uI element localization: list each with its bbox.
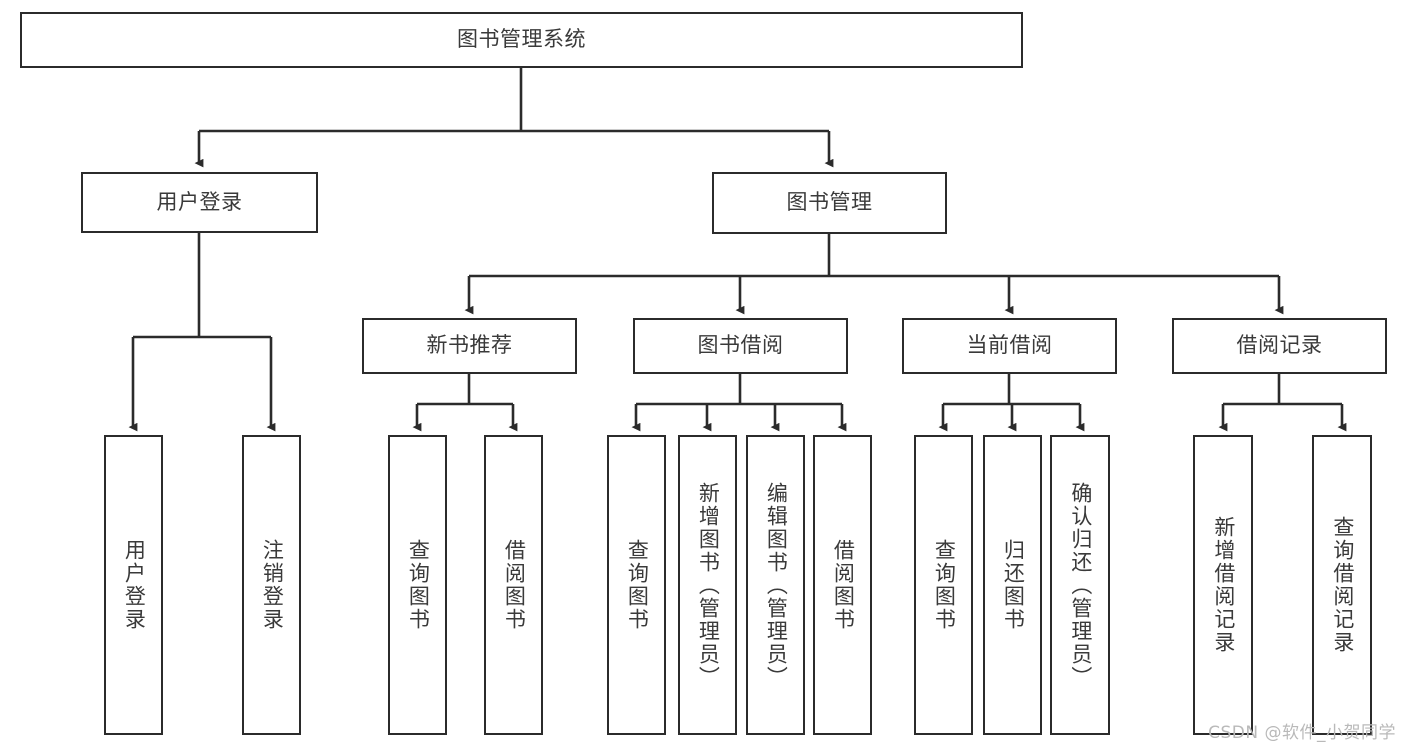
leaf-query-book-1[interactable]: 查询图书 <box>388 435 447 735</box>
node-book-management[interactable]: 图书管理 <box>712 172 947 234</box>
leaf-query-book-2[interactable]: 查询图书 <box>607 435 666 735</box>
node-label: 用户登录 <box>156 189 243 214</box>
node-label: 借阅图书 <box>831 539 856 631</box>
leaf-borrow-book-1[interactable]: 借阅图书 <box>484 435 543 735</box>
node-label: 图书管理 <box>786 190 873 215</box>
node-label: 新书推荐 <box>426 333 513 358</box>
node-label: 当前借阅 <box>966 333 1053 358</box>
leaf-user-login[interactable]: 用户登录 <box>104 435 163 735</box>
node-root-book-management-system[interactable]: 图书管理系统 <box>20 12 1023 68</box>
node-book-borrow[interactable]: 图书借阅 <box>633 318 848 374</box>
node-label: 用户登录 <box>122 539 147 631</box>
node-label: 确认归还（管理员） <box>1068 481 1093 689</box>
leaf-logout-login[interactable]: 注销登录 <box>242 435 301 735</box>
node-label: 编辑图书（管理员） <box>764 481 789 689</box>
node-label: 查询图书 <box>932 539 957 631</box>
node-label: 查询图书 <box>406 539 431 631</box>
leaf-confirm-return[interactable]: 确认归还（管理员） <box>1050 435 1110 735</box>
node-label: 查询图书 <box>625 539 650 631</box>
node-label: 新增图书（管理员） <box>696 481 721 689</box>
node-label: 借阅图书 <box>502 539 527 631</box>
node-current-borrow[interactable]: 当前借阅 <box>902 318 1117 374</box>
leaf-query-book-3[interactable]: 查询图书 <box>914 435 973 735</box>
leaf-add-book[interactable]: 新增图书（管理员） <box>678 435 737 735</box>
node-user-login[interactable]: 用户登录 <box>81 172 318 233</box>
leaf-return-book[interactable]: 归还图书 <box>983 435 1042 735</box>
node-label: 查询借阅记录 <box>1330 516 1355 654</box>
leaf-borrow-book-2[interactable]: 借阅图书 <box>813 435 872 735</box>
node-label: 归还图书 <box>1001 539 1026 631</box>
leaf-query-record[interactable]: 查询借阅记录 <box>1312 435 1372 735</box>
node-label: 新增借阅记录 <box>1211 516 1236 654</box>
node-borrow-record[interactable]: 借阅记录 <box>1172 318 1387 374</box>
csdn-watermark: CSDN @软件_小贺同学 <box>1208 723 1396 743</box>
node-new-book-recommend[interactable]: 新书推荐 <box>362 318 577 374</box>
leaf-add-record[interactable]: 新增借阅记录 <box>1193 435 1253 735</box>
node-label: 图书借阅 <box>697 333 784 358</box>
leaf-edit-book[interactable]: 编辑图书（管理员） <box>746 435 805 735</box>
node-label: 图书管理系统 <box>457 27 586 52</box>
node-label: 借阅记录 <box>1236 333 1323 358</box>
node-label: 注销登录 <box>260 539 285 631</box>
